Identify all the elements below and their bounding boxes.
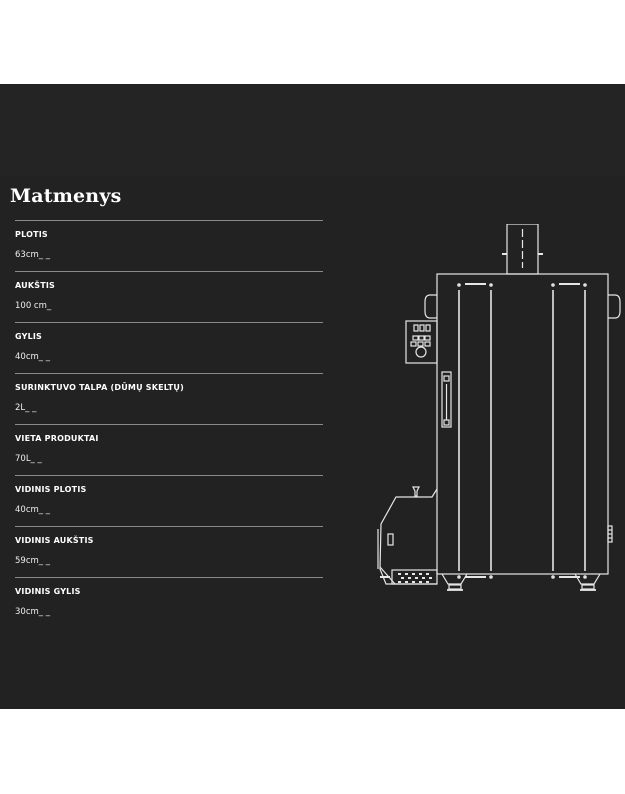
spec-label: VIDINIS PLOTIS (15, 485, 87, 494)
spec-label: SURINKTUVO TALPA (DŪMŲ SKELTŲ) (15, 383, 184, 392)
spec-row-product-space: VIETA PRODUKTAI 70L_ _ (15, 424, 323, 475)
spec-label: PLOTIS (15, 230, 48, 239)
door-left-icon (457, 283, 493, 579)
spec-row-height: AUKŠTIS 100 cm_ (15, 271, 323, 322)
left-side-handle-icon (424, 294, 437, 319)
spec-value: 40cm_ _ (15, 505, 50, 515)
dimensions-section: Matmenys PLOTIS 63cm_ _ AUKŠTIS 100 cm_ … (0, 84, 625, 709)
spec-label: VIETA PRODUKTAI (15, 434, 99, 443)
right-side-handle-icon (608, 294, 621, 319)
thermometer-icon (441, 371, 452, 428)
right-foot-icon (574, 573, 601, 591)
door-right-icon (551, 283, 587, 579)
spec-row-inner-depth: VIDINIS GYLIS 30cm_ _ (15, 577, 323, 628)
spec-value: 40cm_ _ (15, 352, 50, 362)
spec-value: 63cm_ _ (15, 250, 50, 260)
spec-value: 70L_ _ (15, 454, 42, 464)
smoke-generator-icon (377, 486, 438, 585)
spec-list: PLOTIS 63cm_ _ AUKŠTIS 100 cm_ GYLIS 40c… (15, 220, 323, 628)
section-top-strip (0, 84, 625, 176)
spec-value: 30cm_ _ (15, 607, 50, 617)
spec-value: 59cm_ _ (15, 556, 50, 566)
right-latch-icon (607, 525, 613, 543)
spec-row-depth: GYLIS 40cm_ _ (15, 322, 323, 373)
spec-label: GYLIS (15, 332, 43, 341)
spec-row-collector-capacity: SURINKTUVO TALPA (DŪMŲ SKELTŲ) 2L_ _ (15, 373, 323, 424)
cabinet-body (436, 273, 609, 575)
spec-label: VIDINIS GYLIS (15, 587, 81, 596)
spec-row-inner-width: VIDINIS PLOTIS 40cm_ _ (15, 475, 323, 526)
section-title: Matmenys (10, 185, 122, 207)
chimney-icon (502, 224, 543, 275)
left-foot-icon (441, 573, 468, 591)
spec-label: AUKŠTIS (15, 281, 55, 290)
spec-label: VIDINIS AUKŠTIS (15, 536, 94, 545)
spec-row-width: PLOTIS 63cm_ _ (15, 220, 323, 271)
spec-value: 100 cm_ (15, 301, 52, 311)
control-panel-icon (405, 320, 438, 364)
smoker-cabinet-illustration (377, 224, 621, 591)
spec-row-inner-height: VIDINIS AUKŠTIS 59cm_ _ (15, 526, 323, 577)
spec-value: 2L_ _ (15, 403, 37, 413)
